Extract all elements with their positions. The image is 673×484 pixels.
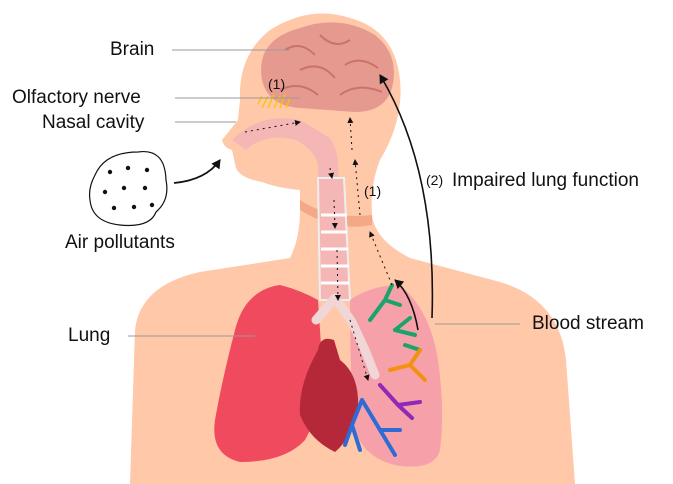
label-olfactory-nerve: Olfactory nerve [12,88,141,107]
pollutant-cloud [90,152,167,226]
label-pathway-2: (2) [426,173,443,187]
label-pathway-1-neck: (1) [364,184,381,198]
label-pathway-1-top: (1) [268,77,285,91]
inhalation-arrow [174,160,220,183]
label-blood-stream: Blood stream [532,314,644,333]
label-lung: Lung [68,326,110,345]
label-air-pollutants: Air pollutants [65,233,175,252]
label-nasal-cavity: Nasal cavity [42,113,144,132]
brain [261,22,394,112]
label-impaired-lung-function: Impaired lung function [452,171,639,190]
label-brain: Brain [110,40,154,59]
